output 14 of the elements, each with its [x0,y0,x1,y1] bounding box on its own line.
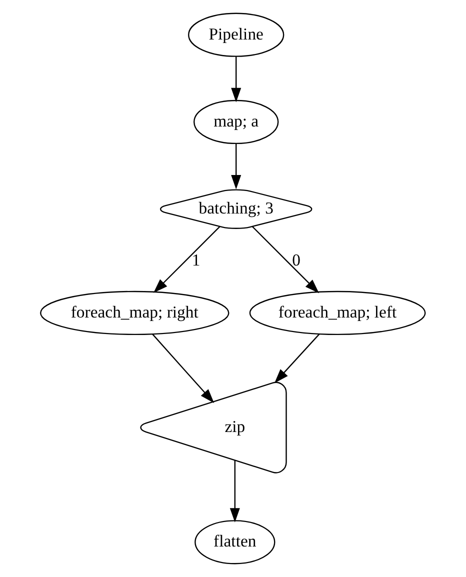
arrow [230,460,240,522]
arrow [274,334,320,384]
arrow [231,56,242,102]
arrow [231,144,242,190]
arrow [152,334,214,404]
node-ellipse: map; a [194,100,279,144]
edge-label: 0 [292,250,301,270]
node-ellipse: foreach_map; right [40,290,230,336]
arrow [252,226,320,294]
node-ellipse: foreach_map; left [249,290,426,336]
node-ellipse: Pipeline [188,12,284,57]
arrow [153,226,220,293]
node-ellipse: flatten [194,520,276,564]
edge-label: 1 [192,250,200,270]
